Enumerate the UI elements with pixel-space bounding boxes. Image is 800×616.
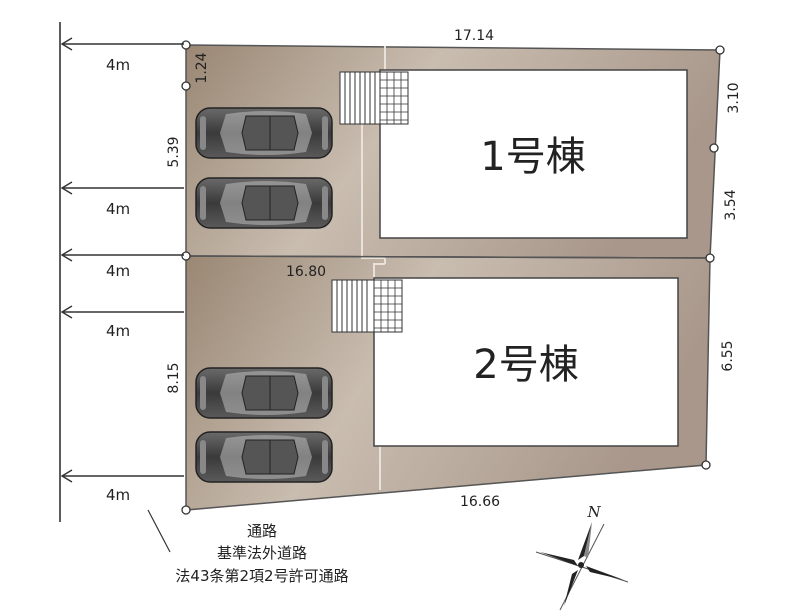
dim-left-small: 1.24: [194, 52, 210, 83]
parking-car-4: [195, 431, 333, 483]
parking-car-1: [195, 107, 333, 159]
dim-left-lot1: 5.39: [166, 136, 182, 167]
dim-top: 17.14: [454, 28, 494, 44]
road-width-arrows: [60, 37, 184, 483]
boundary-markers: [181, 40, 725, 515]
parking-car-3: [195, 367, 333, 419]
building-1-label: 1号棟: [480, 134, 585, 180]
road-note-line-2: 基準法外道路: [217, 544, 307, 562]
building-1: 1号棟: [379, 69, 688, 239]
road-note-leader: [147, 509, 171, 553]
dim-right-lot2: 6.55: [720, 340, 736, 371]
road-note-line-1: 通路: [247, 522, 277, 540]
dim-middle: 16.80: [286, 264, 326, 280]
entrance-steps-1: [339, 71, 409, 125]
road-note-line-3: 法43条第2項2号許可通路: [175, 567, 348, 585]
building-2: 2号棟: [373, 277, 679, 447]
road-width-label-3: 4m: [106, 262, 130, 280]
dim-left-lot2: 8.15: [166, 362, 182, 393]
dim-bottom: 16.66: [460, 494, 500, 510]
compass-north-label: N: [586, 503, 601, 521]
parking-car-2: [195, 177, 333, 229]
entrance-steps-2: [331, 279, 403, 333]
dim-right-lot1: 3.54: [723, 189, 739, 220]
dim-right-upper: 3.10: [726, 82, 742, 113]
road-width-label-5: 4m: [106, 486, 130, 504]
building-2-label: 2号棟: [473, 342, 578, 388]
road-width-label-4: 4m: [106, 322, 130, 340]
road-width-label-1: 4m: [106, 56, 130, 74]
road-width-label-2: 4m: [106, 200, 130, 218]
compass-icon: N: [535, 503, 629, 611]
